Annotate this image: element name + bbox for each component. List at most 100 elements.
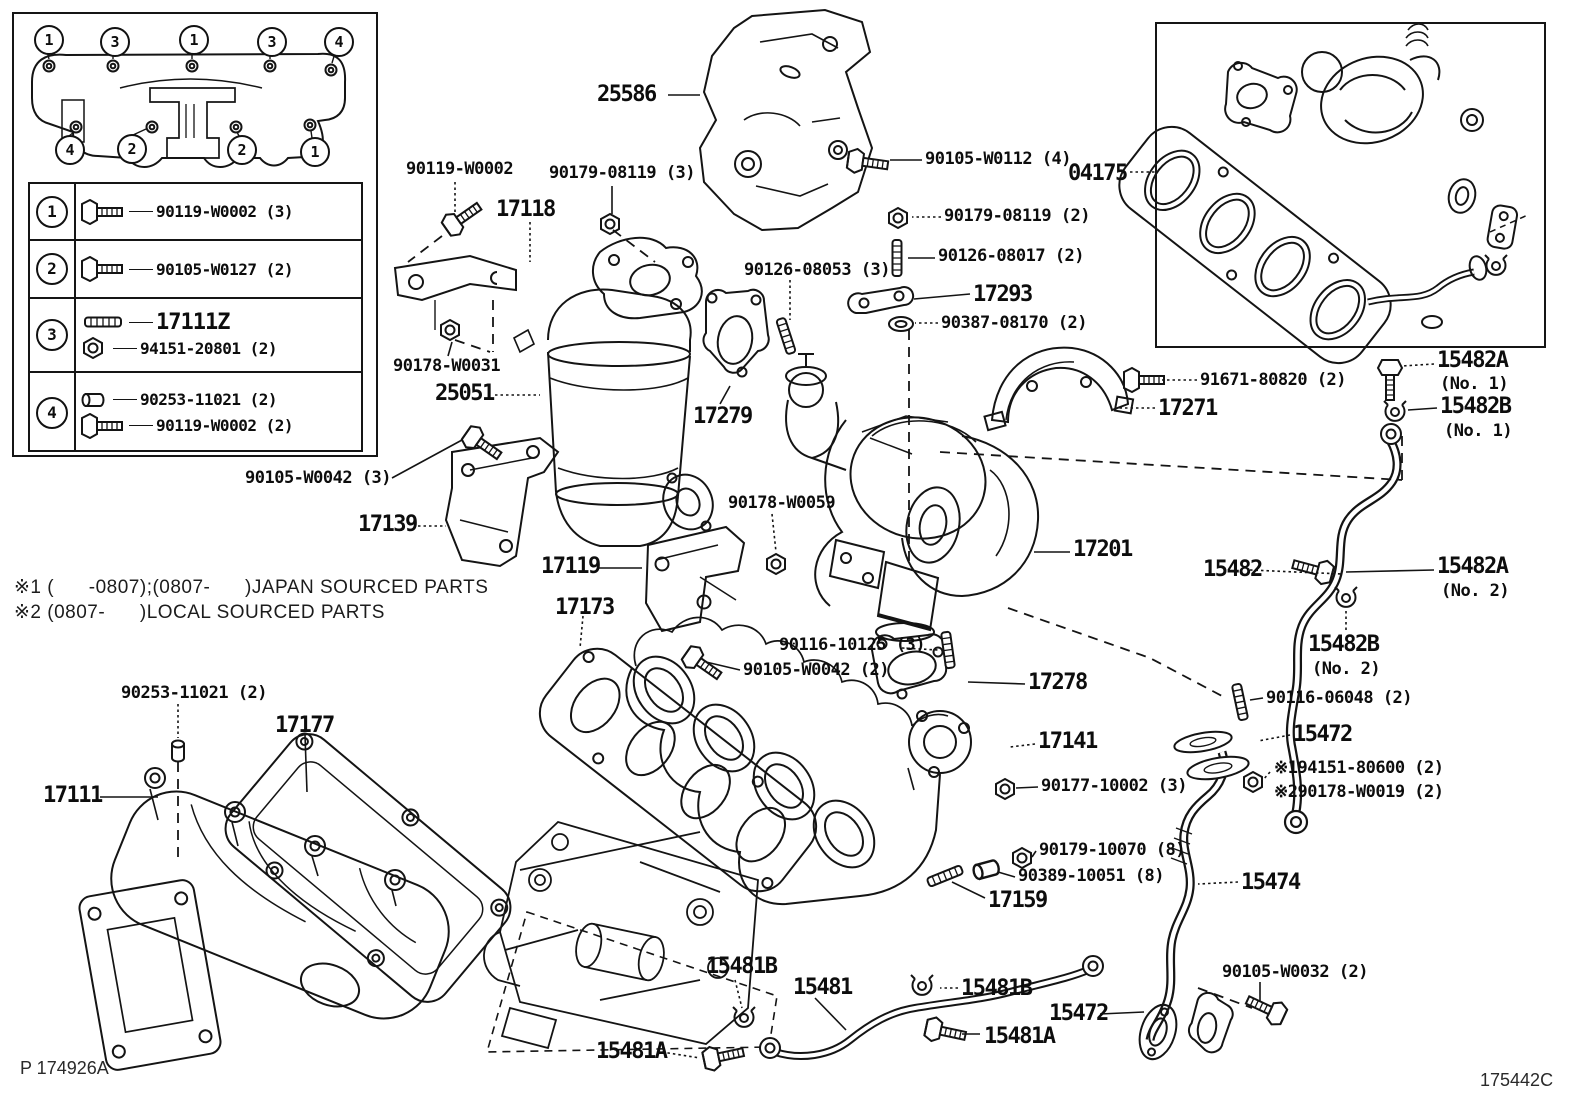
- catalytic-converter-drawing: [512, 236, 714, 547]
- shield-17271-drawing: [983, 346, 1135, 432]
- engine-block-drawing: [483, 820, 759, 1050]
- part-label-90179-08119-3: 90179-08119 (3): [549, 163, 696, 183]
- part-label-90253-11021-2: 90253-11021 (2): [121, 683, 268, 703]
- part-label-90116-10125-3: 90116-10125 (3): [779, 635, 926, 655]
- part-label-15474: 15474: [1241, 870, 1301, 895]
- turbocharger-drawing: [785, 353, 1040, 642]
- part-label-90105-W0112-4: 90105-W0112 (4): [925, 149, 1072, 169]
- part-label-15482: 15482: [1203, 557, 1263, 582]
- washer-90387-icon: [888, 316, 914, 332]
- page-code-left: P 174926A: [20, 1058, 109, 1078]
- construction-dashes: [177, 229, 1403, 1009]
- legend-leader-line: [113, 347, 137, 349]
- part-label-17293: 17293: [973, 282, 1033, 307]
- part-label-17139: 17139: [358, 512, 418, 537]
- gasket-callout-7: 2: [117, 134, 147, 164]
- gasket-callout-4: 3: [257, 27, 287, 57]
- callout-inset-box: [12, 12, 378, 457]
- part-label-15472: 15472: [1049, 1001, 1109, 1026]
- part-label-25586: 25586: [597, 82, 657, 107]
- legend-part-number: 90119-W0002 (2): [156, 416, 294, 435]
- gasket-callout-6: 4: [55, 135, 85, 165]
- legend-row-4: 4 90253-11021 (2) 90119-W0002 (2): [30, 371, 361, 452]
- part-label-No-2: (No. 2): [1441, 581, 1510, 601]
- part-label-90126-08017-2: 90126-08017 (2): [938, 246, 1085, 266]
- exhaust-manifold-drawing: [625, 616, 972, 906]
- part-label-15481: 15481: [793, 975, 853, 1000]
- bracket-17139-drawing: [444, 436, 560, 568]
- legend-leader-line: [129, 425, 153, 426]
- part-label-90105-W0042-2: 90105-W0042 (2): [743, 660, 890, 680]
- legend-leader-line: [113, 399, 137, 400]
- intake-gasket-17177-drawing: [224, 732, 512, 1003]
- part-label-91671-80820-2: 91671-80820 (2): [1200, 370, 1347, 390]
- legend-part-number: 17111Z: [156, 309, 230, 335]
- part-label-90105-W0042-3: 90105-W0042 (3): [245, 468, 392, 488]
- part-label-290178-W0019-2: ※290178-W0019 (2): [1274, 782, 1444, 802]
- legend-leader-line: [129, 211, 153, 212]
- part-label-90126-08053-3: 90126-08053 (3): [744, 260, 891, 280]
- part-label-90116-06048-2: 90116-06048 (2): [1266, 688, 1413, 708]
- part-label-90179-08119-2: 90179-08119 (2): [944, 206, 1091, 226]
- part-label-15482A: 15482A: [1437, 348, 1509, 373]
- part-label-No-1: (No. 1): [1440, 374, 1509, 394]
- part-label-15481B: 15481B: [961, 976, 1033, 1001]
- legend-num-2: 2: [36, 253, 68, 285]
- part-label-15482B: 15482B: [1308, 632, 1380, 657]
- gasket-callout-5: 4: [324, 27, 354, 57]
- part-label-17271: 17271: [1158, 396, 1218, 421]
- sourcing-note-2: ※2 (0807- )LOCAL SOURCED PARTS: [14, 602, 385, 623]
- bracket-17118-drawing: [393, 254, 517, 330]
- legend-part-number: 90119-W0002 (3): [156, 202, 294, 221]
- part-label-90177-10002-3: 90177-10002 (3): [1041, 776, 1188, 796]
- part-label-17278: 17278: [1028, 670, 1088, 695]
- oil-pipe-15481-drawing: [759, 955, 1104, 1060]
- part-label-15481A: 15481A: [984, 1024, 1056, 1049]
- figure-code-right: 175442C: [1480, 1070, 1554, 1090]
- part-label-25051: 25051: [435, 381, 495, 406]
- legend-num-3: 3: [36, 319, 68, 351]
- part-label-90387-08170-2: 90387-08170 (2): [941, 313, 1088, 333]
- leader-lines: [100, 94, 1438, 1059]
- legend-num-1: 1: [36, 195, 68, 228]
- legend-leader-line: [129, 268, 153, 270]
- part-label-15481A: 15481A: [596, 1039, 668, 1064]
- gasket-kit-inset-box: [1155, 22, 1546, 348]
- part-label-17159: 17159: [988, 888, 1048, 913]
- gasket-callout-3: 1: [179, 25, 209, 55]
- part-label-No-1: (No. 1): [1444, 421, 1513, 441]
- sourcing-note-1: ※1 ( -0807);(0807- )JAPAN SOURCED PARTS: [14, 577, 489, 598]
- legend-part-number: 94151-20801 (2): [140, 338, 278, 358]
- part-label-90105-W0032-2: 90105-W0032 (2): [1222, 962, 1369, 982]
- gasket-callout-9: 1: [300, 137, 330, 167]
- fastener-legend-table: 1 90119-W0002 (3) 2 90105-W0127 (2) 3 17…: [28, 182, 363, 452]
- part-label-17201: 17201: [1073, 537, 1133, 562]
- part-label-15472: 15472: [1293, 722, 1353, 747]
- heat-shield-drawing: [698, 8, 874, 232]
- part-label-90389-10051-8: 90389-10051 (8): [1018, 866, 1165, 886]
- part-label-04175: 04175: [1068, 161, 1128, 186]
- part-label-90178-W0059: 90178-W0059: [728, 493, 836, 513]
- part-label-17141: 17141: [1038, 729, 1098, 754]
- legend-part-number: 90253-11021 (2): [140, 390, 278, 409]
- part-label-194151-80600-2: ※194151-80600 (2): [1274, 758, 1444, 778]
- legend-part-number: 90105-W0127 (2): [156, 259, 294, 279]
- legend-row-3: 3 17111Z 94151-20801 (2): [30, 297, 361, 371]
- legend-row-1: 1 90119-W0002 (3): [30, 184, 361, 239]
- bracket-17119-drawing: [644, 525, 746, 633]
- legend-num-4: 4: [36, 396, 68, 429]
- oil-pipe-15474-drawing: [1145, 730, 1250, 1042]
- part-label-15482A: 15482A: [1437, 554, 1509, 579]
- part-label-17173: 17173: [555, 595, 615, 620]
- legend-row-2: 2 90105-W0127 (2): [30, 239, 361, 297]
- part-label-15481B: 15481B: [706, 954, 778, 979]
- gasket-17279-drawing: [702, 288, 770, 378]
- gasket-callout-8: 2: [227, 135, 257, 165]
- part-label-17177: 17177: [275, 713, 335, 738]
- gasket-kit-drawing: [1118, 23, 1531, 365]
- intake-manifold-drawing: [78, 767, 450, 1071]
- exhaust-manifold-gasket-drawing: [538, 647, 818, 893]
- part-label-15482B: 15482B: [1440, 394, 1512, 419]
